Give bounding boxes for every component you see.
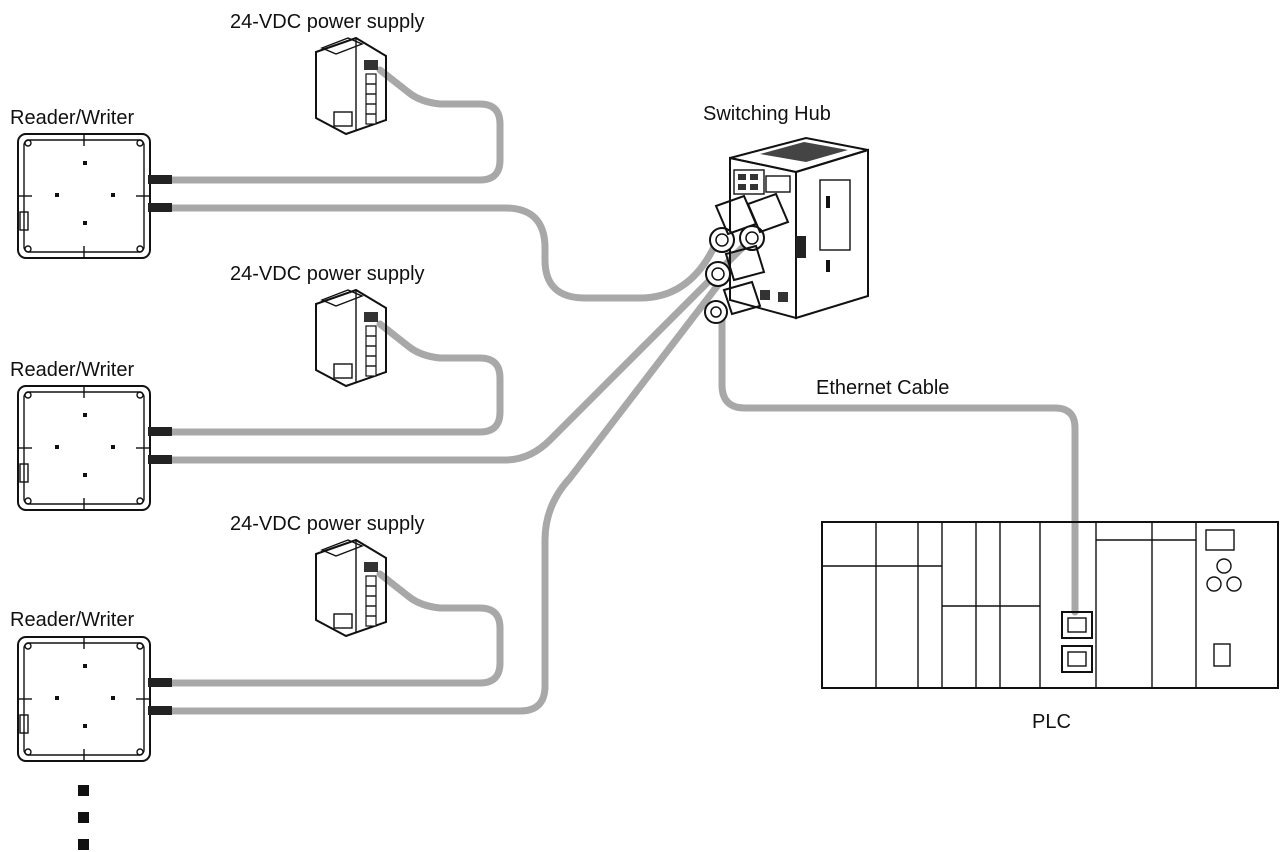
ethernet-cable-rw2	[168, 241, 749, 464]
reader-writer-label-1: Reader/Writer	[10, 107, 134, 129]
hub-connector-2	[739, 192, 790, 251]
power-supply-3	[315, 538, 387, 638]
power-cable-3	[168, 570, 504, 687]
cables	[168, 66, 1079, 715]
continuation-marks	[78, 785, 89, 850]
ethernet-cable-rw3	[168, 281, 722, 715]
ethernet-cable-rw1	[168, 204, 719, 302]
hub-connector-4	[704, 280, 762, 324]
plc-label: PLC	[1032, 711, 1071, 733]
power-supply-label-3: 24-VDC power supply	[230, 513, 425, 535]
reader-writer-label-2: Reader/Writer	[10, 359, 134, 381]
power-supply-label-2: 24-VDC power supply	[230, 263, 425, 285]
ethernet-cable-plc	[718, 314, 1079, 616]
reader-writer-label-3: Reader/Writer	[10, 609, 134, 631]
power-cable-2	[168, 320, 504, 436]
plc-ethernet-port-1	[1061, 611, 1093, 639]
ethernet-cable-label: Ethernet Cable	[816, 377, 949, 399]
plc-ethernet-port-2	[1061, 645, 1093, 673]
reader-writer-3	[17, 636, 172, 762]
reader-writer-2	[17, 385, 172, 511]
switching-hub-label: Switching Hub	[703, 103, 831, 125]
power-supply-1	[315, 36, 387, 136]
switching-hub	[704, 136, 869, 324]
hub-connector-1	[709, 194, 758, 253]
power-cable-1	[168, 66, 504, 184]
power-supply-label-1: 24-VDC power supply	[230, 11, 425, 33]
power-supply-2	[315, 288, 387, 388]
hub-connector-3	[705, 244, 766, 287]
plc	[821, 521, 1279, 689]
reader-writer-1	[17, 133, 172, 259]
